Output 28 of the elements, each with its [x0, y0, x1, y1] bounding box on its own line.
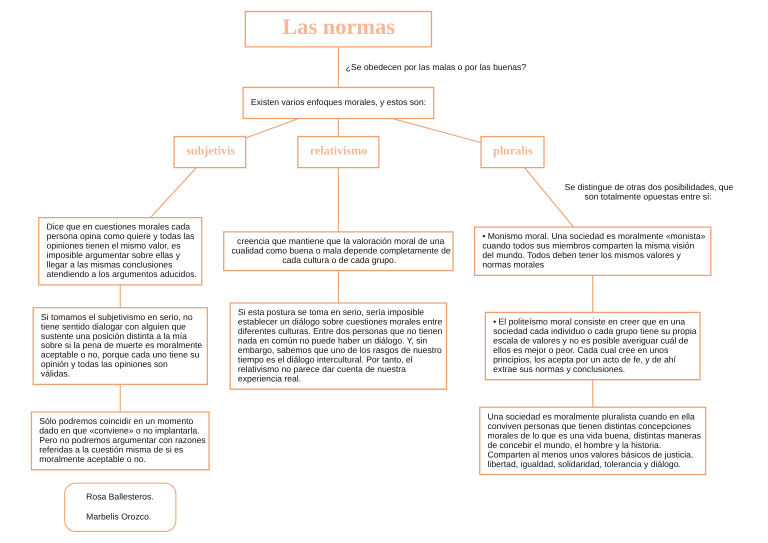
node-box: relativismo: [296, 136, 380, 168]
edge-label: ¿Se obedecen por las malas o por las buenas?: [345, 62, 526, 72]
node-box: creencia que mantiene que la valoración moral de una cualidad como buena o mala depende completamente de cada cultura o de cada grupo.: [222, 231, 454, 272]
node-box: Rosa Ballesteros. Marbelis Orozco.: [64, 482, 176, 532]
node-box: • Monismo moral. Una sociedad es moralmente «monista» cuando todos sus miembros comparten la misma visión del mundo. Todos deben tener los mismos valores y normas morales: [473, 226, 711, 276]
connector: [337, 270, 338, 303]
connector: [524, 167, 574, 228]
connector: [337, 118, 338, 136]
node-box: Las normas: [244, 10, 432, 48]
connector: [392, 118, 481, 144]
connector: [337, 47, 338, 88]
connector: [592, 276, 593, 312]
edge-label: Se distingue de otras dos posibilidades, que son totalmente opuestas entre sí:: [564, 182, 733, 202]
node-box: Existen varios enfoques morales, y estos son:: [242, 86, 434, 120]
node-box: Dice que en cuestiones morales cada persona opina como quiere y todas las opiniones tienen el mismo valor, es imposible argumentar sobre ellas y llegar a las mismas conclusiones atendiendo a los argumentos aducidos.: [38, 216, 202, 286]
connector: [592, 380, 593, 408]
connector: [119, 284, 120, 308]
node-box: Si tomamos el subjetivismo en serio, no tiene sentido dialogar con alguien que sustente una posición distinta a la mía sobre si la pena de muerte es moralmente aceptable o no, porque cada uno tiene su opinión y todas las opiniones son válidas.: [32, 307, 208, 386]
node-box: • El politeísmo moral consiste en creer que en una sociedad cada individuo o cada grupo tiene su propia escala de valores y no es posible averiguar cuál de ellos es mejor o peor. Cada cual cree en unos principios, los acepta por un acto de fe, y de ahí extrae sus normas y conclusiones.: [484, 312, 700, 380]
node-box: Una sociedad es moralmente pluralista cuando en ella conviven personas que tienen distintas concepciones morales de lo que es una vida buena, distintas maneras de concebir el mundo, el hombre y la historia. Comparten al menos unos valores básicos de justicia, libertad, igualdad, solidaridad, tolerancia y diálogo.: [478, 406, 706, 476]
connector: [119, 384, 120, 412]
connector: [337, 168, 338, 232]
connector: [245, 118, 298, 138]
connector: [150, 167, 196, 218]
node-box: subjetivis: [172, 136, 246, 168]
node-box: pluralis: [480, 136, 544, 168]
node-box: Sólo podremos coincidir en un momento dado en que «conviene» o no implantarla. Pero no podremos argumentar con razones referidas a la cuestión misma de si es moralmente aceptable o no.: [30, 411, 210, 470]
node-box: Si esta postura se toma en serio, sería imposible establecer un diálogo sobre cuestiones morales entre diferentes culturas. Entre dos personas que no tienen nada en común no puede haber un diálogo. Y, sin embargo, sabemos que uno de los rasgos de nuestro tiempo es el diálogo intercultural. Por tanto, el relativismo no parece dar cuenta de nuestra experiencia real.: [229, 302, 447, 390]
